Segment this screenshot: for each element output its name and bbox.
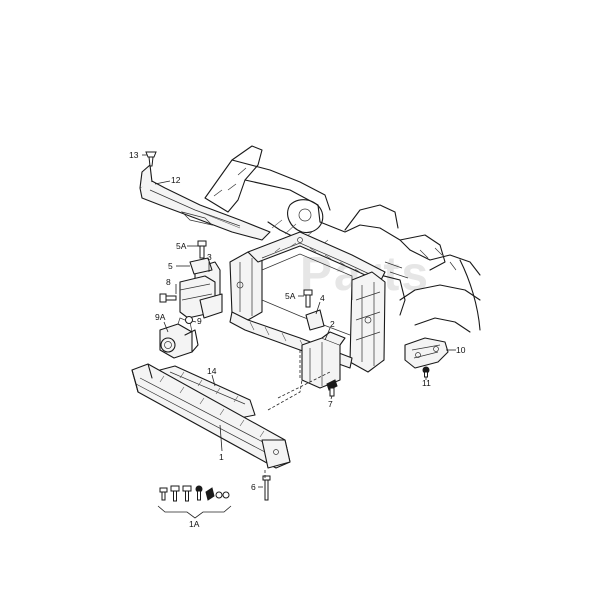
bolt-icon xyxy=(170,485,180,502)
fasteners xyxy=(159,240,430,502)
callouts: 13 12 5A 5 3 8 9 9A 5A 4 2 7 10 11 14 1 … xyxy=(129,150,466,529)
clip-icon xyxy=(205,487,215,501)
callout-9: 9 xyxy=(197,316,202,326)
crossbeam-1 xyxy=(131,363,291,469)
callout-5a-left: 5A xyxy=(176,241,187,251)
air-guide-12 xyxy=(139,164,271,241)
fastener-kit-1A xyxy=(159,485,230,502)
callout-5a-right: 5A xyxy=(285,291,296,301)
callout-5: 5 xyxy=(168,261,173,271)
bolt-icon xyxy=(182,485,192,502)
callout-12: 12 xyxy=(171,175,181,185)
crash-box-2 xyxy=(301,331,346,389)
bracket-4 xyxy=(305,309,325,331)
bolt-icon xyxy=(303,289,313,308)
screw-icon xyxy=(195,485,203,501)
bracket-10 xyxy=(404,337,449,369)
bolt-icon xyxy=(159,293,177,303)
callout-6: 6 xyxy=(251,482,256,492)
callout-7: 7 xyxy=(328,399,333,409)
sensor-9A xyxy=(159,317,199,359)
nut-icon xyxy=(215,491,223,499)
nut-icon xyxy=(185,316,193,324)
callout-3: 3 xyxy=(207,252,212,262)
bolt-icon xyxy=(262,475,271,501)
callout-11: 11 xyxy=(422,378,431,388)
bolt-icon xyxy=(197,240,207,259)
callout-1: 1 xyxy=(219,452,224,462)
lock-carrier xyxy=(229,231,386,373)
callout-1a: 1A xyxy=(189,519,200,529)
callout-9a: 9A xyxy=(155,312,166,322)
callout-13: 13 xyxy=(129,150,139,160)
callout-4: 4 xyxy=(320,293,325,303)
callout-2: 2 xyxy=(330,319,335,329)
clip-icon xyxy=(145,151,157,158)
callout-10: 10 xyxy=(456,345,466,355)
clip-13 xyxy=(145,151,157,167)
body-structure xyxy=(204,145,481,333)
bolt-icon xyxy=(159,487,168,501)
callout-14: 14 xyxy=(207,366,217,376)
leader-lines xyxy=(142,154,456,519)
bracket-3 xyxy=(179,261,223,319)
callout-8: 8 xyxy=(166,277,171,287)
nut-icon xyxy=(222,491,230,499)
bracket-5 xyxy=(189,257,213,275)
screw-icon xyxy=(422,366,430,378)
